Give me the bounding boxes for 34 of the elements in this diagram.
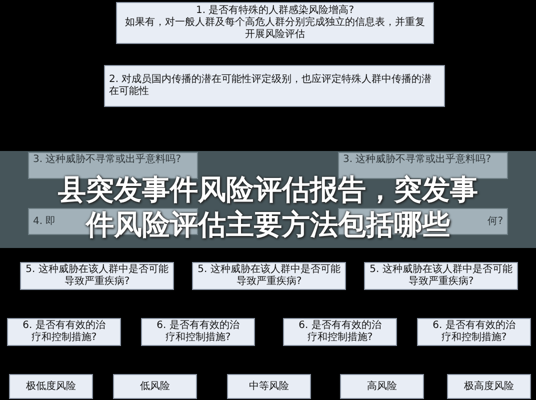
risk-level-box <box>340 374 424 399</box>
risk-level-box <box>113 374 197 399</box>
risk-level-label: 极高度风险 <box>464 380 514 392</box>
question-box <box>141 318 255 346</box>
risk-level-box <box>447 374 531 399</box>
question-text: 4. 即 <box>33 216 56 228</box>
question-text: 何? <box>488 216 503 228</box>
title-text: 县突发事件风险评估报告，突发事件风险评估主要方法包括哪些 <box>58 172 478 242</box>
risk-level-label: 极低度风险 <box>26 380 76 392</box>
risk-level-label: 低风险 <box>140 380 170 392</box>
question-text: 6. 是否有有效的治疗和控制措施? <box>22 320 106 344</box>
question-text: 6. 是否有有效的治疗和控制措施? <box>298 320 382 344</box>
question-text: 5. 这种威胁在该人群中是否可能导致严重疾病? <box>197 264 341 288</box>
question-box <box>417 318 531 346</box>
question-text: 5. 这种威胁在该人群中是否可能导致严重疾病? <box>369 264 513 288</box>
question-text: 3. 这种威胁不寻常或出乎意料吗? <box>33 154 182 166</box>
question-text: 3. 这种威胁不寻常或出乎意料吗? <box>343 154 492 166</box>
question-text: 2. 对成员国内传播的潜在可能性评定级别，也应评定特殊人群中传播的潜在可能性 <box>109 74 433 98</box>
question-box <box>104 65 445 107</box>
question-box <box>192 262 346 290</box>
question-box <box>7 318 121 346</box>
question-box <box>283 318 397 346</box>
question-text: 1. 是否有特殊的人群感染风险增高? <box>196 5 354 16</box>
question-text: 5. 这种威胁在该人群中是否可能导致严重疾病? <box>25 264 169 288</box>
risk-level-label: 高风险 <box>367 380 397 392</box>
question-box <box>116 2 434 44</box>
risk-level-box <box>9 374 93 399</box>
risk-level-label: 中等风险 <box>249 380 289 392</box>
question-box <box>20 262 174 290</box>
question-text: 6. 是否有有效的治疗和控制措施? <box>432 320 516 344</box>
risk-level-box <box>227 374 311 399</box>
instruction-text: 如果有，对一般人群及每个高危人群分别完成独立的信息表，并重复开展风险评估 <box>124 17 426 41</box>
question-text: 6. 是否有有效的治疗和控制措施? <box>156 320 240 344</box>
question-box <box>364 262 518 290</box>
